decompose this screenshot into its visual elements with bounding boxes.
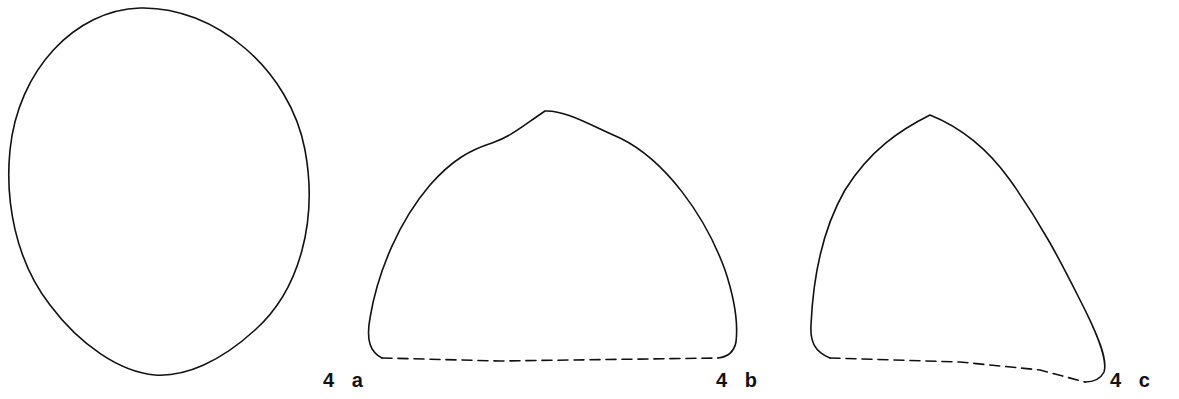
dome-outline-base [830,358,1085,382]
figure-label: 4 b [716,370,757,390]
dome-outline [369,111,737,358]
dome-outline [811,115,1105,382]
oval-outline [9,8,309,375]
dome-outline-base [382,358,718,361]
figure-label: 4 c [1110,370,1150,390]
figure-label: 4 a [323,370,363,390]
